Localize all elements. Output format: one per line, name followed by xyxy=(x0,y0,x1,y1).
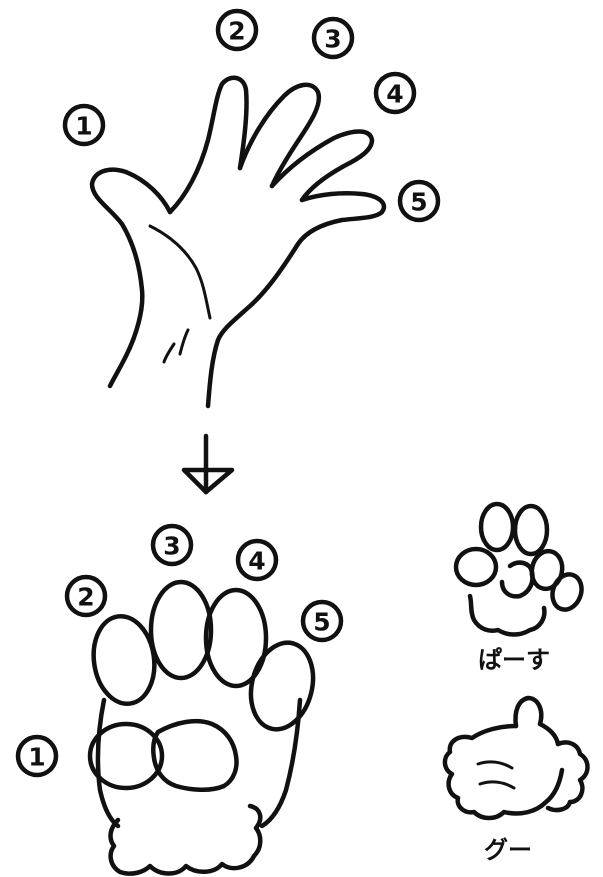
toe-number-2: 2 xyxy=(67,577,105,615)
svg-text:2: 2 xyxy=(228,17,245,46)
open-paw-drawing xyxy=(456,504,586,635)
closed-paw-caption: グー xyxy=(484,836,532,864)
down-arrow-icon xyxy=(184,436,232,492)
toe-number-1: 1 xyxy=(18,737,56,775)
svg-text:1: 1 xyxy=(75,112,92,141)
svg-text:5: 5 xyxy=(410,188,427,217)
svg-text:5: 5 xyxy=(313,608,330,637)
svg-text:4: 4 xyxy=(248,547,265,576)
toe-number-4: 4 xyxy=(238,541,276,579)
svg-text:3: 3 xyxy=(324,25,341,54)
svg-text:2: 2 xyxy=(77,583,94,612)
closed-paw-drawing xyxy=(445,698,588,818)
finger-number-3: 3 xyxy=(314,19,352,57)
finger-number-1: 1 xyxy=(65,106,103,144)
finger-number-2: 2 xyxy=(218,11,256,49)
svg-text:1: 1 xyxy=(28,743,45,772)
toe-number-3: 3 xyxy=(153,526,191,564)
svg-text:4: 4 xyxy=(386,80,403,109)
big-paw-drawing xyxy=(88,582,322,874)
open-paw-caption: ぱーす xyxy=(478,646,550,674)
finger-number-4: 4 xyxy=(376,74,414,112)
svg-text:3: 3 xyxy=(163,532,180,561)
finger-number-5: 5 xyxy=(400,182,438,220)
toe-number-5: 5 xyxy=(303,602,341,640)
human-hand-drawing xyxy=(92,78,384,406)
